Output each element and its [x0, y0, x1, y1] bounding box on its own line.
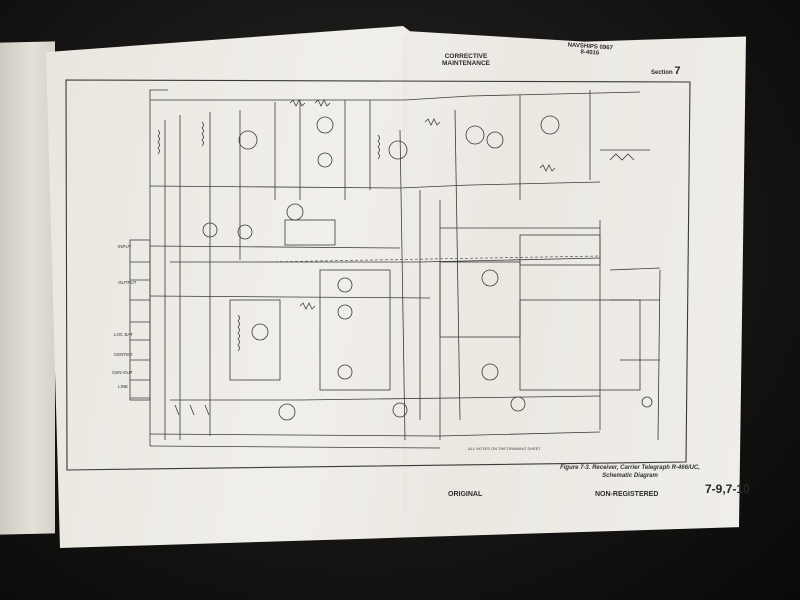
terminal-label: CENTER — [114, 352, 133, 357]
figure-caption: Figure 7-3. Receiver, Carrier Telegraph … — [540, 465, 720, 481]
foldout-sheet — [46, 26, 746, 548]
terminal-label: LOC BAT — [114, 332, 133, 337]
footer-original: ORIGINAL — [448, 491, 483, 498]
page-fold — [404, 36, 407, 516]
footer-classification: NON-REGISTERED — [595, 491, 659, 498]
terminal-label: LINE — [118, 384, 129, 389]
section-label: Section — [651, 70, 673, 76]
drawing-note: ALL NOTES ON THE DRAWING SHEET — [468, 446, 541, 451]
terminal-label: INPUT — [118, 244, 132, 249]
section-number: 7 — [674, 65, 681, 77]
header-corrective-maintenance: CORRECTIVE MAINTENANCE — [436, 53, 496, 68]
caption-line: Schematic Diagram — [602, 472, 658, 479]
page-number: 7-9,7-10 — [705, 482, 750, 496]
terminal-label: OUTPUT — [118, 280, 137, 285]
caption-line: Figure 7-3. Receiver, Carrier Telegraph … — [560, 465, 700, 471]
section-header: Section 7 — [651, 65, 681, 78]
header-line: CORRECTIVE — [444, 53, 488, 60]
terminal-label: CEN-OUT — [112, 370, 133, 375]
header-line: MAINTENANCE — [441, 59, 491, 67]
